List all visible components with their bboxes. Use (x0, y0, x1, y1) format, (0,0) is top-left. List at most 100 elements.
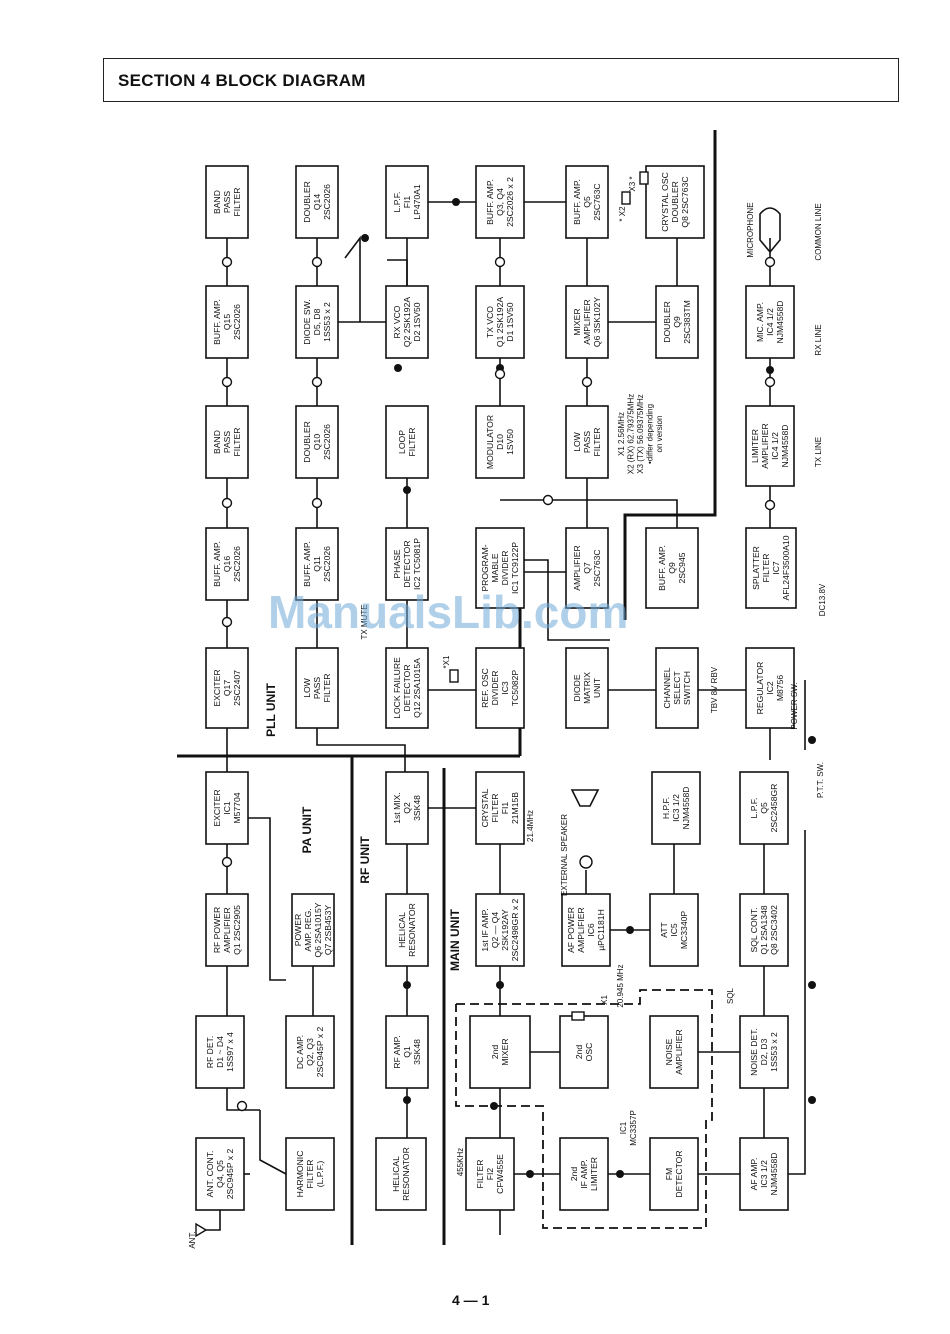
block-label-low-pass-filter-mid: LOWPASSFILTER (572, 428, 602, 457)
tx-line-marker-14 (542, 494, 554, 506)
block-second-if-amp (559, 1137, 609, 1211)
block-band-pass-filter-top (205, 165, 249, 239)
block-hpf (651, 771, 701, 845)
block-label-buff-amp-q3-q4: BUFF. AMP.Q3, Q42SC2026 x 2 (485, 177, 515, 227)
block-label-noise-det: NOISE DET.D2, D31SS53 x 2 (749, 1028, 779, 1076)
block-label-sql-cont: SQL CONT.Q1 2SA1348Q8 2SC3402 (749, 905, 779, 955)
block-label-crystal-filter: CRYSTALFILTERFI121M15B (480, 788, 520, 827)
tx-line-marker-7 (311, 497, 323, 509)
wire-58 (200, 1210, 221, 1231)
wire-61 (788, 830, 806, 1175)
tx-line-marker-2 (221, 497, 233, 509)
rx-line-marker-0 (452, 198, 460, 206)
block-label-harmonic-filter: HARMONICFILTER(L.P.F.) (295, 1151, 325, 1198)
block-label-lpf-q5: L.P.F.Q52SC2458GR (749, 784, 779, 833)
rx-line-marker-5 (403, 1096, 411, 1104)
block-lpf-q5 (739, 771, 789, 845)
crystal-x2-symbol (621, 191, 631, 205)
unit-border-4 (623, 130, 717, 620)
rx-line-marker-16 (808, 736, 816, 744)
wire-56 (259, 1110, 287, 1175)
block-buff-amp-q9 (645, 527, 699, 609)
block-att (649, 893, 699, 967)
block-label-phase-detector: PHASEDETECTORIC2 TC5081P (392, 538, 422, 590)
block-label-af-amp: AF AMP.IC3 1/2NJM4558D (749, 1153, 779, 1196)
block-label-filter-fi2: FILTERFI2CFW455E (475, 1154, 505, 1194)
label-power-sw: POWER SW. (790, 682, 799, 729)
block-label-att: ATTIC5MC3340P (659, 911, 689, 949)
label-x1-osc: X1 (600, 995, 609, 1005)
speaker-jack-symbol (579, 855, 593, 869)
tx-line-marker-15 (236, 1100, 248, 1112)
block-harmonic-filter (285, 1137, 335, 1211)
block-filter-fi2 (465, 1137, 515, 1211)
signal-wires (177, 130, 816, 1245)
block-label-helical-resonator-1: HELICALRESONATOR (397, 903, 417, 957)
block-label-diode-sw: DIODE SW.D5, D81SS53 x 2 (302, 299, 332, 344)
block-first-if-amp (475, 893, 525, 967)
rx-line-marker-10 (616, 1170, 624, 1178)
block-lpf-fi1 (385, 165, 429, 239)
block-label-buff-amp-q15: BUFF. AMP.Q152SC2026 (212, 299, 242, 345)
label-freq-20-945: 20.945 MHz (616, 964, 625, 1007)
speaker-symbol (570, 789, 600, 807)
block-label-second-osc: 2ndOSC (574, 1043, 594, 1062)
label-x3: X3 * (628, 176, 637, 191)
block-label-programmable-divider: PROGRAM-MABLEDIVIDERIC1 TC9122P (480, 542, 520, 594)
label-dc13v: DC13.8V (818, 583, 827, 616)
block-doubler-q10 (295, 405, 339, 479)
block-label-tx-vco: TX VCOQ1 2SK192AD1 1SV50 (485, 297, 515, 347)
microphone-symbol (759, 207, 781, 254)
block-noise-det (739, 1015, 789, 1089)
block-crystal-filter (475, 771, 525, 845)
rx-line-marker-6 (403, 981, 411, 989)
rx-line-marker-14 (808, 1096, 816, 1104)
block-helical-resonator-2 (375, 1137, 427, 1211)
block-label-power-amp-reg: POWERAMP. REG.Q6 2SA1015YQ7 2SB453Y (293, 902, 333, 957)
tx-line-marker-6 (311, 376, 323, 388)
block-label-noise-amplifier: NOISEAMPLIFIER (664, 1029, 684, 1074)
block-label-first-mix: 1st MIX.Q23SK48 (392, 792, 422, 824)
block-label-channel-select: CHANNELSELECTSWITCH (662, 667, 692, 708)
block-label-dc-amp: DC AMP.Q2, Q32SC945P x 2 (295, 1027, 325, 1078)
block-diode-sw (295, 285, 339, 359)
block-label-mixer-amplifier: MIXERAMPLIFIERQ6 3SK102Y (572, 297, 602, 347)
block-buff-amp-q5 (565, 165, 609, 239)
block-label-crystal-osc-q8: CRYSTAL OSCDOUBLERQ8 2SC763C (660, 172, 690, 232)
tx-line-marker-11 (764, 376, 776, 388)
block-tx-vco (475, 285, 525, 359)
rx-line-marker-15 (808, 981, 816, 989)
block-mixer-amplifier (565, 285, 609, 359)
rx-line-marker-7 (496, 981, 504, 989)
block-af-power-amp (561, 893, 611, 967)
block-label-splatter-filter: SPLATTERFILTERIC7AFL24F3500A10 (751, 535, 791, 600)
block-noise-amplifier (649, 1015, 699, 1089)
label-external-speaker: EXTERNAL SPEAKER (560, 814, 569, 896)
wire-52 (524, 559, 610, 641)
block-channel-select (655, 647, 699, 729)
block-label-buff-amp-q9: BUFF. AMP.Q92SC945 (657, 545, 687, 591)
block-mic-amp (745, 285, 795, 359)
block-sql-cont (739, 893, 789, 967)
block-buff-amp-q3-q4 (475, 165, 525, 239)
block-exciter-ic1 (205, 771, 249, 845)
rx-line-marker-4 (403, 486, 411, 494)
tx-line-marker-13 (581, 376, 593, 388)
block-label-loop-filter: LOOPFILTER (397, 428, 417, 457)
wire-38 (387, 259, 408, 286)
block-band-pass-filter-mid (205, 405, 249, 479)
block-buff-amp-q15 (205, 285, 249, 359)
label-freq-21-4: 21.4MHz (526, 810, 535, 842)
tx-line-marker-4 (221, 856, 233, 868)
block-label-low-pass-filter-pll: LOWPASSFILTER (302, 674, 332, 703)
tx-line-marker-12 (764, 499, 776, 511)
rx-line-marker-11 (766, 366, 774, 374)
block-label-rx-vco: RX VCOQ2 2SK192AD2 1SV50 (392, 297, 422, 347)
section-header: SECTION 4 BLOCK DIAGRAM (103, 58, 899, 102)
block-power-amp-reg (291, 893, 335, 967)
tx-line-marker-5 (311, 256, 323, 268)
block-label-exciter-ic1: EXCITERIC1M57704 (212, 789, 242, 826)
block-label-band-pass-filter-top: BANDPASSFILTER (212, 188, 242, 217)
label-x2: * X2 (618, 206, 627, 222)
